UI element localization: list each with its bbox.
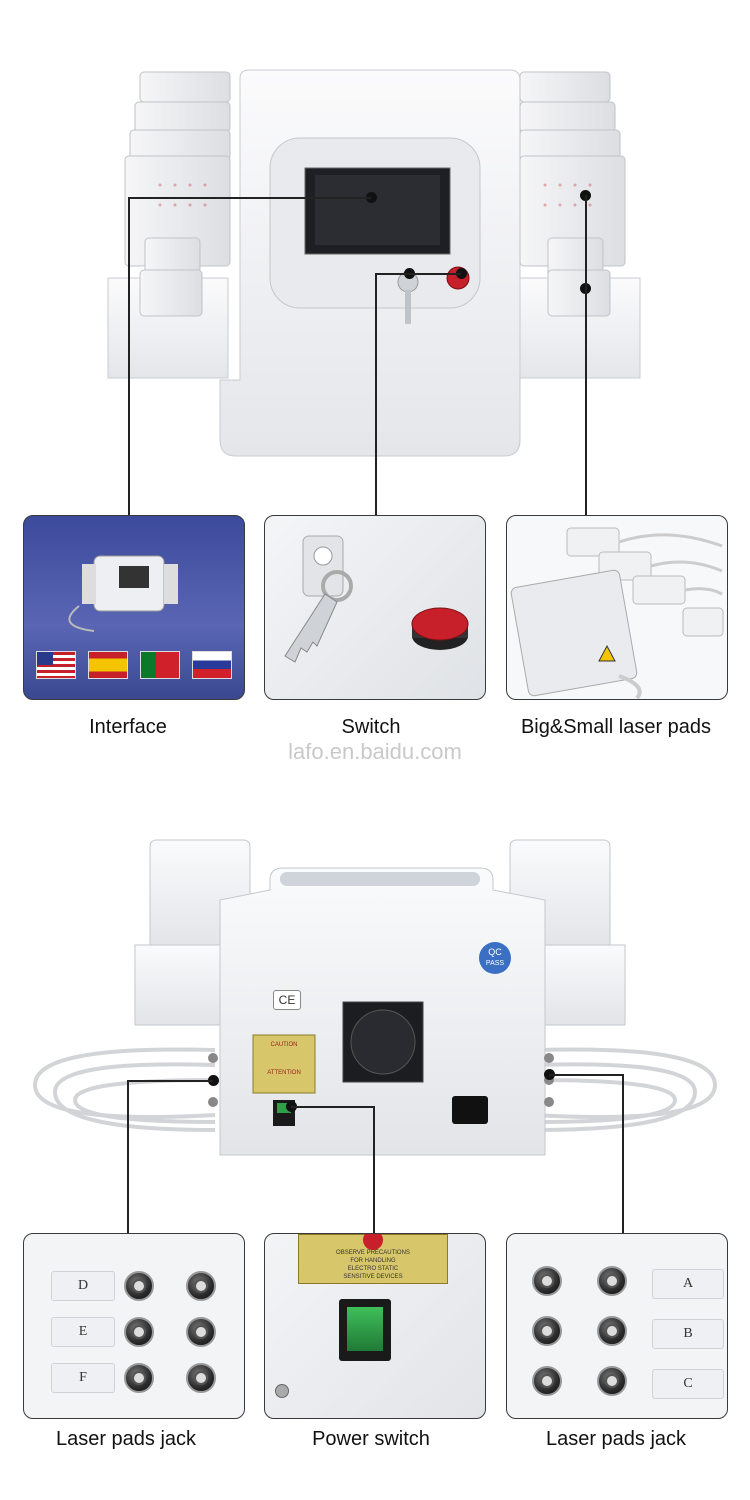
jack-connector-c2[interactable] (597, 1366, 627, 1396)
jack-connector-c1[interactable] (532, 1366, 562, 1396)
esd-line1: OBSERVE PRECAUTIONS (336, 1250, 410, 1256)
machine-back-illustration (32, 839, 718, 1156)
jack-connector-a2[interactable] (597, 1266, 627, 1296)
jack-label-e: E (51, 1317, 115, 1347)
switch-panel (264, 515, 486, 700)
right-jacks-panel: A B C (506, 1233, 728, 1419)
callout-dot-interface (366, 192, 377, 203)
esd-line2: FOR HANDLING (350, 1258, 396, 1264)
callout-dot-left-jacks (208, 1075, 219, 1086)
caption-jack-right: Laser pads jack (545, 1428, 687, 1450)
callout-line-right-jacks-h (549, 1074, 623, 1076)
jack-label-d: D (51, 1271, 115, 1301)
caption-power-switch: Power switch (312, 1428, 430, 1450)
jack-connector-f1[interactable] (124, 1363, 154, 1393)
callout-line-interface-h (128, 197, 371, 199)
esd-line4: SENSITIVE DEVICES (343, 1274, 403, 1280)
ce-mark: CE (273, 990, 301, 1010)
key-switch-illustration (284, 535, 469, 663)
callout-line-pads-v (585, 195, 587, 515)
flag-usa-icon[interactable] (36, 651, 76, 679)
jack-connector-e2[interactable] (186, 1317, 216, 1347)
machine-front-view (100, 60, 650, 470)
machine-back-view: QC PASS CE CAUTION ATTENTION (25, 830, 725, 1165)
callout-line-left-jacks-h (127, 1080, 213, 1082)
qc-badge-line1: QC (488, 947, 502, 957)
caption-interface: Interface (89, 716, 167, 738)
callout-dot-red-button (456, 268, 467, 279)
esd-warning-icon (363, 1234, 383, 1250)
caption-pads: Big&Small laser pads (520, 716, 712, 738)
callout-line-right-jacks-v (622, 1074, 624, 1233)
left-jacks-panel: D E F (23, 1233, 245, 1419)
jack-connector-b1[interactable] (532, 1316, 562, 1346)
callout-line-switch-v (375, 273, 377, 515)
caption-switch: Switch (341, 716, 401, 738)
jack-connector-d2[interactable] (186, 1271, 216, 1301)
jack-connector-a1[interactable] (532, 1266, 562, 1296)
machine-front-illustration (107, 69, 641, 457)
screw-icon (275, 1384, 289, 1398)
jack-connector-b2[interactable] (597, 1316, 627, 1346)
jack-label-b: B (652, 1319, 724, 1349)
callout-line-left-jacks-v (127, 1080, 129, 1233)
callout-line-interface-v (128, 197, 130, 515)
jack-label-f: F (51, 1363, 115, 1393)
callout-line-switch-h (375, 273, 461, 275)
power-rocker-green[interactable] (347, 1307, 383, 1351)
caution-label-title: CAUTION (270, 1042, 298, 1048)
power-rocker-switch[interactable] (339, 1299, 391, 1361)
jack-label-c: C (652, 1369, 724, 1399)
power-switch-panel: OBSERVE PRECAUTIONS FOR HANDLING ELECTRO… (264, 1233, 486, 1419)
qc-badge-line2: PASS (485, 960, 505, 967)
flag-spain-icon[interactable] (88, 651, 128, 679)
caption-jack-left: Laser pads jack (55, 1428, 197, 1450)
flag-portugal-icon[interactable] (140, 651, 180, 679)
esd-line3: ELECTRO STATIC (347, 1266, 399, 1272)
flag-russia-icon[interactable] (192, 651, 232, 679)
interface-screen-illustration (68, 555, 178, 632)
jack-connector-d1[interactable] (124, 1271, 154, 1301)
jack-connector-f2[interactable] (186, 1363, 216, 1393)
jack-connector-e1[interactable] (124, 1317, 154, 1347)
callout-line-power-h (291, 1106, 374, 1108)
qc-pass-badge: QC PASS (479, 942, 511, 974)
laser-pads-illustration (510, 527, 724, 699)
laser-pads-panel (506, 515, 728, 700)
watermark: lafo.en.baidu.com (288, 739, 462, 764)
jack-label-a: A (652, 1269, 724, 1299)
interface-panel (23, 515, 245, 700)
attention-label-title: ATTENTION (267, 1070, 301, 1076)
callout-line-power-v (373, 1106, 375, 1233)
